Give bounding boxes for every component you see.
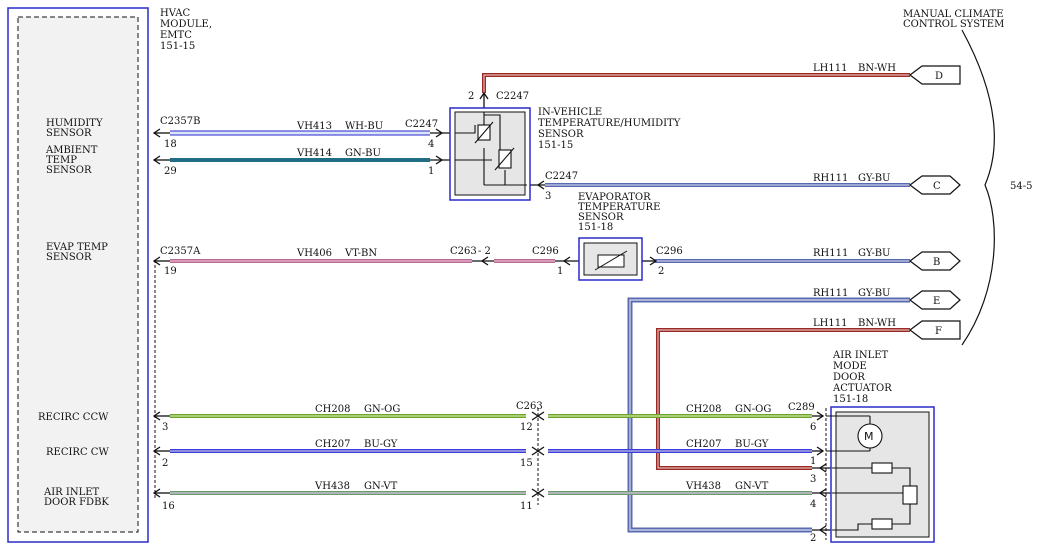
connector-c2247-left: C2247 [405,119,438,130]
pin-29: 29 [164,166,177,177]
wire-labels: VH413 WH-BU VH414 GN-BU VH406 VT-BN LH11… [296,63,896,492]
pin-act-4: 4 [810,499,816,510]
offpage-connectors [909,65,961,340]
pin-c2247-4: 4 [428,139,434,150]
wires [170,73,910,533]
svg-text:VH406: VH406 [296,248,332,259]
pin-2-left: 2 [162,458,168,469]
svg-text:GN-VT: GN-VT [735,481,769,492]
input-label-humidity: HUMIDITY SENSOR [46,118,106,139]
svg-text:RH111: RH111 [813,288,848,299]
svg-text:GY-BU: GY-BU [858,248,890,259]
pin-c2247-3: 3 [545,191,551,202]
svg-text:LH111: LH111 [813,318,847,329]
offpage-f [909,320,961,340]
offpage-b [909,251,961,271]
connector-c2247-top: C2247 [496,91,529,102]
svg-text:GN-OG: GN-OG [735,404,771,415]
offpage-c-label: C [933,181,941,192]
pin-c263-15: 15 [520,458,533,469]
svg-text:RH111: RH111 [813,248,848,259]
pin-c263-12: 12 [520,422,533,433]
pin-c296-2: 2 [658,266,664,277]
input-label-air-inlet: AIR INLET DOOR FDBK [43,487,109,508]
pin-c2247-2: 2 [468,91,474,102]
pin-3-left: 3 [162,422,168,433]
hvac-module: HVAC MODULE, EMTC 151-15 HUMIDITY SENSOR… [7,7,215,543]
svg-text:BN-WH: BN-WH [858,318,896,329]
svg-text:CH207: CH207 [315,439,350,450]
pin-16: 16 [162,501,175,512]
offpage-d [909,65,961,85]
svg-text:VT-BN: VT-BN [344,248,377,259]
svg-text:VH414: VH414 [296,148,332,159]
connector-c2357b: C2357B [160,116,200,127]
svg-text:CH207: CH207 [686,439,721,450]
pin-19: 19 [164,266,177,277]
svg-text:GY-BU: GY-BU [858,173,890,184]
svg-text:VH438: VH438 [314,481,350,492]
pin-act-1: 1 [810,456,816,467]
connector-c263-mid: C263 [450,246,477,257]
module-title: HVAC MODULE, EMTC 151-15 [160,8,215,52]
connector-c263-bottom: C263 [516,401,543,412]
offpage-b-label: B [933,257,940,268]
offpage-d-label: D [935,71,943,82]
wire-lh111-d [482,73,910,93]
pin-act-3: 3 [810,474,816,485]
svg-text:GY-BU: GY-BU [858,288,890,299]
connector-c296-right: C296 [656,246,683,257]
svg-text:VH413: VH413 [296,121,332,132]
system-brace [961,29,995,346]
in-vehicle-sensor: IN-VEHICLE TEMPERATURE/HUMIDITY SENSOR 1… [449,107,684,201]
svg-text:GN-OG: GN-OG [364,404,400,415]
svg-text:BN-WH: BN-WH [858,63,896,74]
pin-c263-11: 11 [520,501,533,512]
svg-text:GN-BU: GN-BU [345,148,381,159]
svg-text:GN-VT: GN-VT [364,481,398,492]
pin-act-6: 6 [810,422,816,433]
offpage-e-label: E [933,296,940,307]
svg-text:BU-GY: BU-GY [735,439,769,450]
input-label-recirc-ccw: RECIRC CCW [38,412,109,423]
connector-c296-left: C296 [532,246,559,257]
svg-text:BU-GY: BU-GY [364,439,398,450]
pin-c296-1: 1 [557,266,563,277]
actuator-label: AIR INLET MODE DOOR ACTUATOR 151-18 [832,350,895,405]
svg-text:WH-BU: WH-BU [345,121,383,132]
svg-text:M: M [864,430,874,443]
offpage-f-label: F [935,326,942,337]
pin-act-2: 2 [810,533,816,544]
input-label-recirc-cw: RECIRC CW [46,447,109,458]
pin-18: 18 [164,139,177,150]
system-ref: 54-5 [1010,181,1032,192]
offpage-c [909,175,961,195]
svg-text:LH111: LH111 [813,63,847,74]
in-vehicle-sensor-label: IN-VEHICLE TEMPERATURE/HUMIDITY SENSOR 1… [538,107,684,151]
offpage-e [909,290,961,310]
evaporator-sensor: EVAPORATOR TEMPERATURE SENSOR 151-18 [578,192,664,281]
connector-c289: C289 [788,402,815,413]
svg-text:CH208: CH208 [315,404,350,415]
air-inlet-actuator: M AIR INLET MODE DOOR ACTUATOR 151-18 [826,350,935,543]
pin-c2247-1: 1 [428,166,434,177]
svg-text:CH208: CH208 [686,404,721,415]
system-title: MANUAL CLIMATE CONTROL SYSTEM [903,9,1007,30]
connector-c2247-right: C2247 [545,171,578,182]
svg-text:VH438: VH438 [685,481,721,492]
connector-c263-dash: - 2 [478,246,491,257]
connector-c2357a: C2357A [160,246,201,257]
input-label-ambient: AMBIENT TEMP SENSOR [45,145,101,176]
evaporator-sensor-label: EVAPORATOR TEMPERATURE SENSOR 151-18 [578,192,664,233]
input-label-evap: EVAP TEMP SENSOR [46,242,111,263]
svg-text:RH111: RH111 [813,173,848,184]
